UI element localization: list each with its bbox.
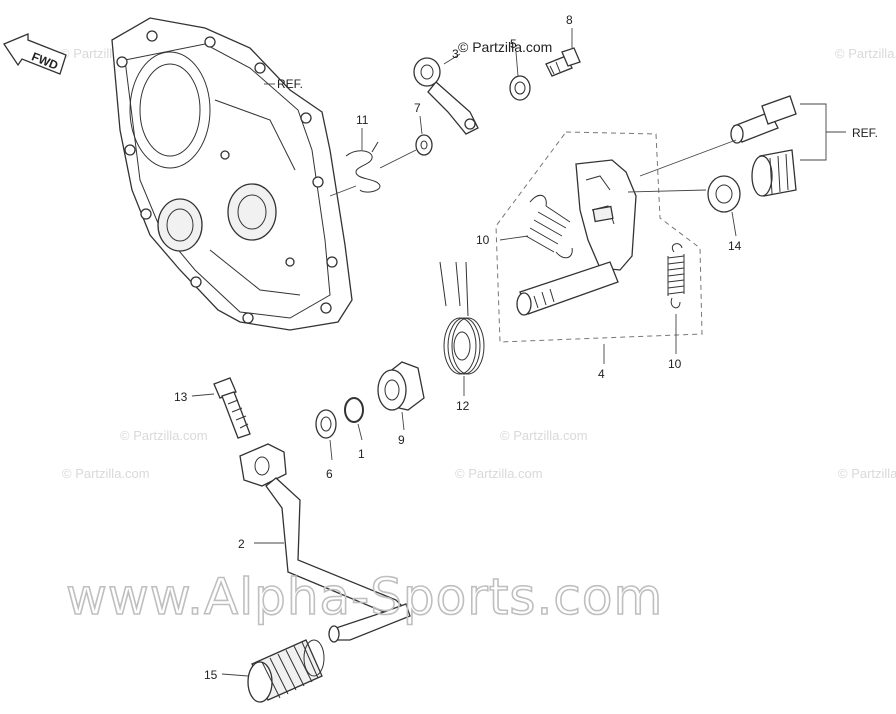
crankcase-cover (111, 17, 353, 331)
watermark-top: © Partzilla.com (458, 39, 552, 55)
part-11-spring (345, 141, 381, 193)
callout-6: 6 (326, 467, 333, 481)
part-12-return-spring (439, 261, 485, 375)
callout-10-right: 10 (668, 357, 682, 371)
callout-2: 2 (238, 537, 245, 551)
callout-7: 7 (414, 101, 421, 115)
callout-9: 9 (398, 433, 405, 447)
watermark-center-mid: © Partzilla.com (455, 466, 543, 481)
part-1-circlip (344, 397, 364, 423)
watermark-left-mid: © Partzilla.com (62, 466, 150, 481)
fwd-arrow-icon: FWD (3, 33, 67, 75)
callout-12: 12 (456, 399, 470, 413)
alpha-sports-watermark: www.Alpha-Sports.com (66, 568, 663, 626)
callout-14: 14 (728, 239, 742, 253)
part-13-bolt (213, 377, 251, 439)
part-6-washer (315, 409, 337, 439)
watermark-left-mid2: © Partzilla.com (120, 428, 208, 443)
callout-10-upper: 10 (476, 233, 490, 247)
ref-label-cover: REF. (277, 77, 303, 91)
callout-4: 4 (598, 367, 605, 381)
watermark-right-top: © Partzilla.com (835, 46, 896, 61)
callout-3: 3 (452, 47, 459, 61)
part-14-oil-seal (707, 175, 741, 213)
ref-pivot-bolt (730, 95, 797, 144)
callout-15: 15 (204, 668, 218, 682)
callout-11: 11 (356, 113, 369, 127)
ref-label-right: REF. (852, 126, 878, 140)
part-9-bush (377, 361, 425, 411)
part-4-shift-spindle (516, 159, 637, 316)
watermark-right-mid: © Partzilla.com (838, 466, 896, 481)
part-5-collar (509, 75, 531, 101)
callout-8: 8 (566, 13, 573, 27)
part-7-washer (415, 134, 433, 156)
watermark-center-mid2: © Partzilla.com (500, 428, 588, 443)
part-10-spring-upper (525, 194, 573, 259)
part-2-gearshift-pedal (239, 443, 411, 643)
part-15-pedal-rubber (247, 639, 325, 703)
part-3-stopper-arm (413, 57, 479, 135)
callout-13: 13 (174, 390, 188, 404)
callout-1: 1 (358, 447, 365, 461)
callout-5: 5 (510, 37, 517, 51)
part-10-spring-right (667, 243, 685, 309)
part-8-bolt (545, 47, 581, 77)
ref-needle-bearing (751, 149, 797, 197)
